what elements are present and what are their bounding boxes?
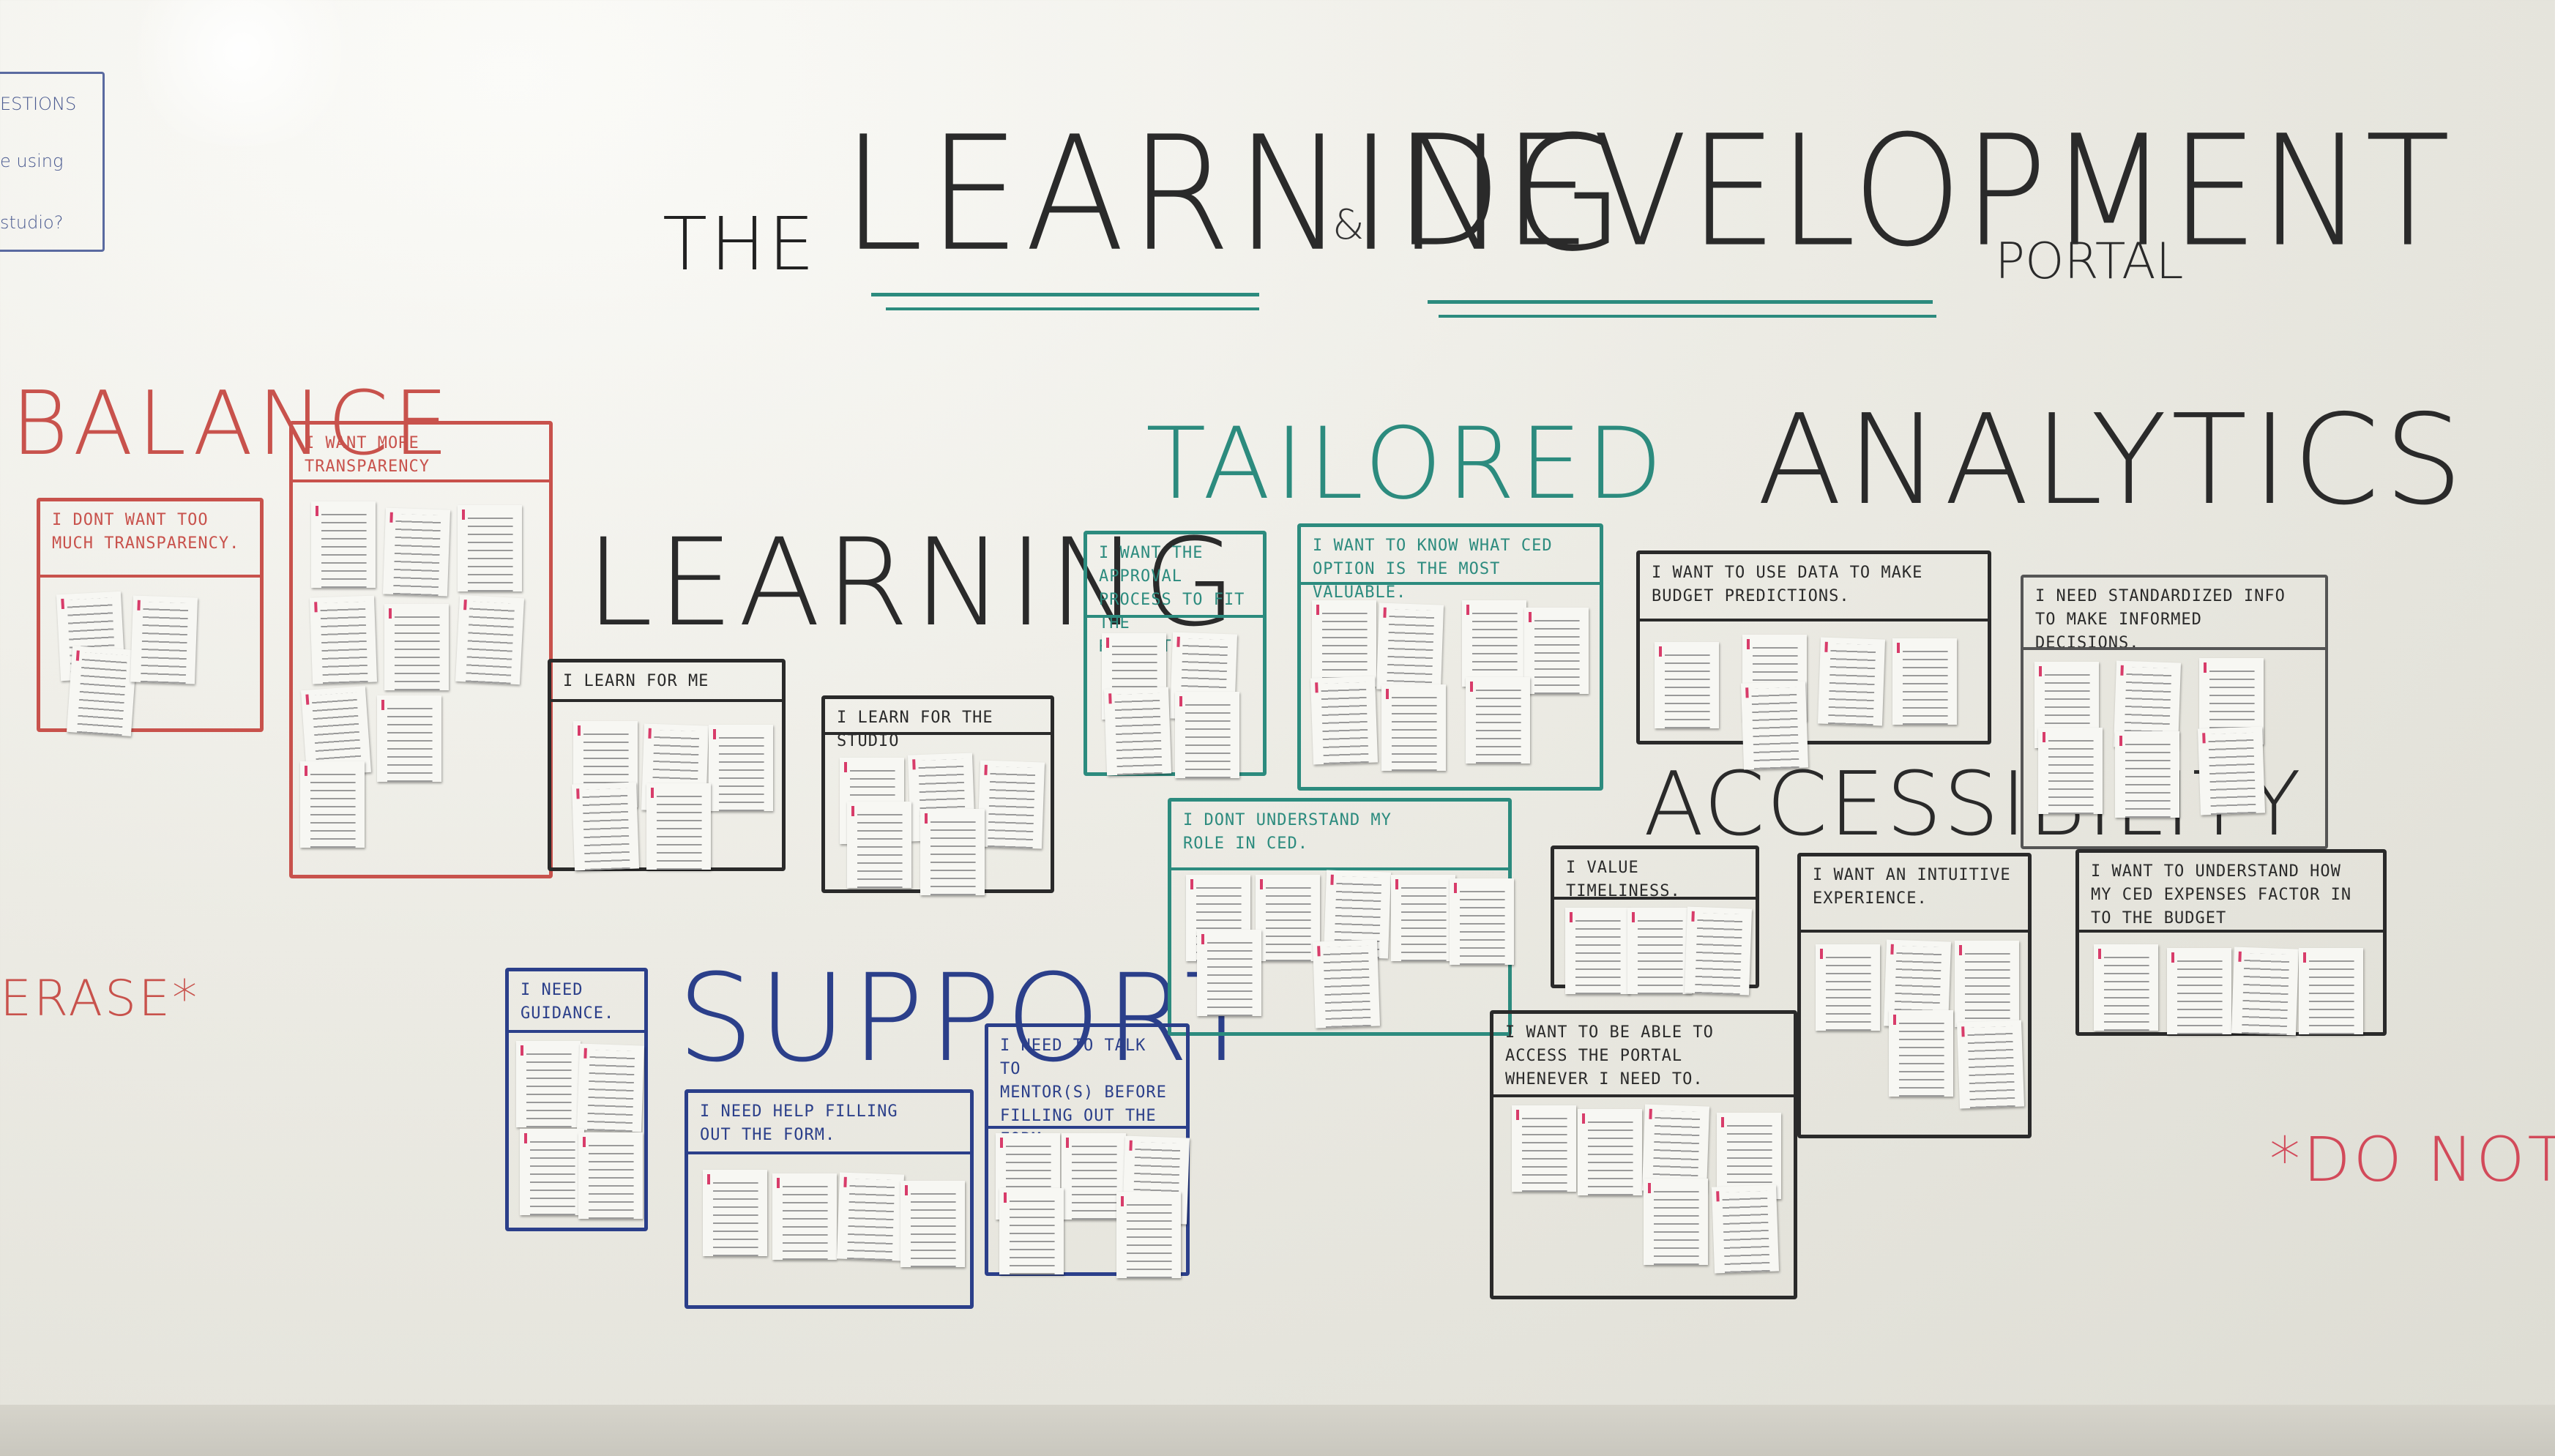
notice-erase: ERASE* [0, 970, 200, 1028]
topleft-note-line-2: e using [0, 151, 64, 171]
box-label: I NEED STANDARDIZED INFO TO MAKE INFORME… [2035, 587, 2286, 652]
box-label: I LEARN FOR ME [563, 672, 709, 690]
notice-do-not-erase: *DO NOT E [2269, 1124, 2555, 1195]
box-standardized-info: I NEED STANDARDIZED INFO TO MAKE INFORME… [2021, 575, 2328, 849]
topleft-note-box [0, 72, 105, 252]
title-development: DEVELOPMENT [1395, 102, 2452, 281]
box-label: I DONT UNDERSTAND MY ROLE IN CED. [1183, 811, 1392, 853]
topleft-note-line-3: studio? [0, 212, 64, 233]
box-need-guidance: I NEED GUIDANCE. [505, 968, 648, 1231]
title-learning: LEARNING [842, 102, 1629, 287]
box-label: I WANT TO KNOW WHAT CED OPTION IS THE MO… [1313, 537, 1553, 602]
board-bottom-edge [0, 1405, 2555, 1456]
box-want-more-transparency: I WANT MORE TRANSPARENCY [289, 421, 553, 878]
box-label: I DONT WANT TOO MUCH TRANSPARENCY. [52, 511, 240, 553]
heading-analytics: ANALYTICS [1757, 388, 2468, 533]
box-access-portal: I WANT TO BE ABLE TO ACCESS THE PORTAL W… [1490, 1010, 1797, 1299]
box-label: I NEED GUIDANCE. [521, 981, 615, 1023]
box-ced-expenses: I WANT TO UNDERSTAND HOW MY CED EXPENSES… [2075, 849, 2387, 1036]
light-glare [117, 0, 366, 146]
heading-tailored: TAILORED [1146, 406, 1667, 521]
title-portal: PORTAL [1995, 233, 2184, 291]
title-underline-learning [871, 293, 1259, 296]
box-learn-for-me: I LEARN FOR ME [548, 659, 786, 871]
box-label: I NEED HELP FILLING OUT THE FORM. [700, 1102, 898, 1144]
title-underline-development [1428, 300, 1933, 304]
box-label: I WANT TO BE ABLE TO ACCESS THE PORTAL W… [1505, 1023, 1714, 1089]
box-label: I LEARN FOR THE STUDIO [837, 709, 993, 750]
box-talk-to-mentors: I NEED TO TALK TO MENTOR(S) BEFORE FILLI… [985, 1023, 1190, 1278]
title-the: THE [663, 201, 818, 287]
box-label: I WANT MORE TRANSPARENCY [305, 434, 430, 476]
title-ampersand: & [1332, 201, 1365, 249]
box-label: I NEED TO TALK TO MENTOR(S) BEFORE FILLI… [1000, 1037, 1167, 1149]
box-budget-predictions: I WANT TO USE DATA TO MAKE BUDGET PREDIC… [1636, 550, 1991, 770]
box-learn-for-studio: I LEARN FOR THE STUDIO [821, 695, 1054, 895]
box-dont-want-transparency: I DONT WANT TOO MUCH TRANSPARENCY. [37, 498, 264, 736]
box-help-filling-form: I NEED HELP FILLING OUT THE FORM. [685, 1089, 974, 1309]
topleft-note-line-1: ESTIONS [0, 94, 77, 114]
heading-learning: LEARNING [586, 512, 1242, 653]
box-value-timeliness: I VALUE TIMELINESS. [1551, 845, 1759, 996]
box-dont-understand-role: I DONT UNDERSTAND MY ROLE IN CED. [1168, 798, 1514, 1036]
box-label: I WANT TO USE DATA TO MAKE BUDGET PREDIC… [1652, 564, 1923, 605]
box-ced-valuable: I WANT TO KNOW WHAT CED OPTION IS THE MO… [1297, 523, 1603, 791]
box-approval-process: I WANT THE APPROVAL PROCESS TO FIT THE R… [1083, 531, 1267, 778]
box-intuitive-experience: I WANT AN INTUITIVE EXPERIENCE. [1797, 853, 2032, 1138]
box-label: I WANT TO UNDERSTAND HOW MY CED EXPENSES… [2091, 862, 2352, 927]
box-label: I WANT AN INTUITIVE EXPERIENCE. [1813, 866, 2011, 908]
title-underline-learning-2 [886, 307, 1259, 310]
heading-support: SUPPORT [677, 948, 1263, 1089]
heading-accessibility: ACCESSIBILITY [1644, 754, 2302, 856]
title-underline-development-2 [1439, 315, 1936, 318]
